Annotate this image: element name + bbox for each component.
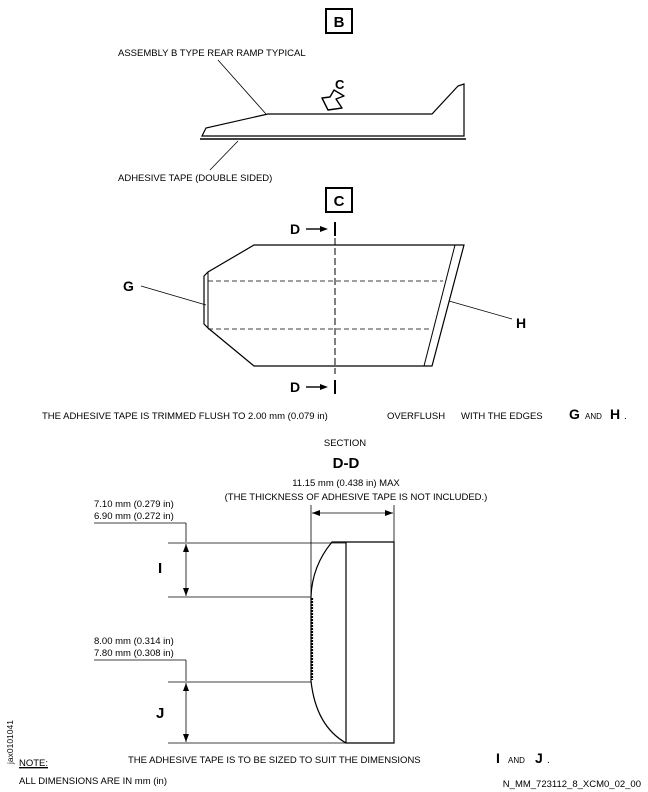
view-b-tag-box [325, 8, 353, 34]
note-text: ALL DIMENSIONS ARE IN mm (in) [19, 776, 167, 787]
width-arrow-right-icon [385, 510, 393, 516]
edge-g-label: G [123, 278, 134, 294]
edge-h-label: H [516, 315, 526, 331]
size-note-end: . [547, 755, 550, 766]
assembly-label: ASSEMBLY B TYPE REAR RAMP TYPICAL [118, 48, 306, 59]
section-name: D-D [333, 455, 360, 472]
figure-id: N_MM_723112_8_XCM0_02_00 [503, 779, 641, 790]
cut-arrow-bottom-icon [306, 380, 336, 394]
view-b: B ASSEMBLY B TYPE REAR RAMP TYPICAL C AD… [118, 8, 466, 184]
trim-note: THE ADHESIVE TAPE IS TRIMMED FLUSH TO 2.… [42, 411, 328, 422]
j-label: J [156, 705, 164, 722]
assembly-leader [217, 59, 267, 115]
size-note-j: J [535, 750, 543, 766]
edge-h-leader [448, 300, 513, 320]
trim-note-overflush: OVERFLUSH [387, 411, 445, 422]
tape-label: ADHESIVE TAPE (DOUBLE SIDED) [118, 173, 272, 184]
size-note-i: I [496, 750, 500, 766]
view-arrow-letter: C [335, 77, 345, 92]
trim-note-edges: WITH THE EDGES [461, 411, 543, 422]
max-dim-note: (THE THICKNESS OF ADHESIVE TAPE IS NOT I… [225, 492, 488, 503]
i-arrow-bottom-icon [183, 588, 189, 596]
i-label: I [158, 560, 162, 577]
i-arrow-top-icon [183, 544, 189, 552]
j-arrow-top-icon [183, 683, 189, 691]
trim-note-g: G [569, 406, 580, 422]
i-dim-max: 7.10 mm (0.279 in) [94, 499, 174, 510]
i-dim-min: 6.90 mm (0.272 in) [94, 511, 174, 522]
trim-note-end: . [624, 411, 627, 422]
note-heading: NOTE: [19, 758, 48, 769]
section-profile [310, 541, 395, 744]
footer: jax0101041 NOTE: ALL DIMENSIONS ARE IN m… [5, 720, 641, 790]
width-arrow-left-icon [312, 510, 320, 516]
max-dim-label: 11.15 mm (0.438 in) MAX [292, 478, 400, 489]
trim-note-h: H [610, 406, 620, 422]
edge-h-line [423, 244, 456, 367]
tape-leader [209, 140, 239, 171]
view-c-tag-box [325, 187, 353, 213]
view-c-tag: C [334, 193, 345, 210]
edge-g-leader [140, 285, 207, 306]
j-arrow-bottom-icon [183, 734, 189, 742]
j-dim-min: 7.80 mm (0.308 in) [94, 648, 174, 659]
section-cut-label-top: D [290, 221, 300, 237]
section-cut-label-bottom: D [290, 379, 300, 395]
view-c: C D D G H THE ADHESIVE TAPE IS TRIMMED F… [42, 187, 627, 422]
view-c-arrow-icon [321, 89, 345, 111]
j-dim-max: 8.00 mm (0.314 in) [94, 636, 174, 647]
section-dd: SECTION D-D 11.15 mm (0.438 in) MAX (THE… [94, 438, 550, 766]
size-note: THE ADHESIVE TAPE IS TO BE SIZED TO SUIT… [128, 755, 421, 766]
section-word: SECTION [324, 438, 366, 449]
view-b-tag: B [334, 14, 345, 31]
size-note-and: AND [508, 756, 525, 765]
trim-note-and: AND [585, 412, 602, 421]
ramp-plan-outline [203, 244, 465, 367]
ramp-profile [201, 83, 465, 137]
side-code: jax0101041 [5, 720, 15, 765]
cut-arrow-top-icon [306, 222, 336, 236]
